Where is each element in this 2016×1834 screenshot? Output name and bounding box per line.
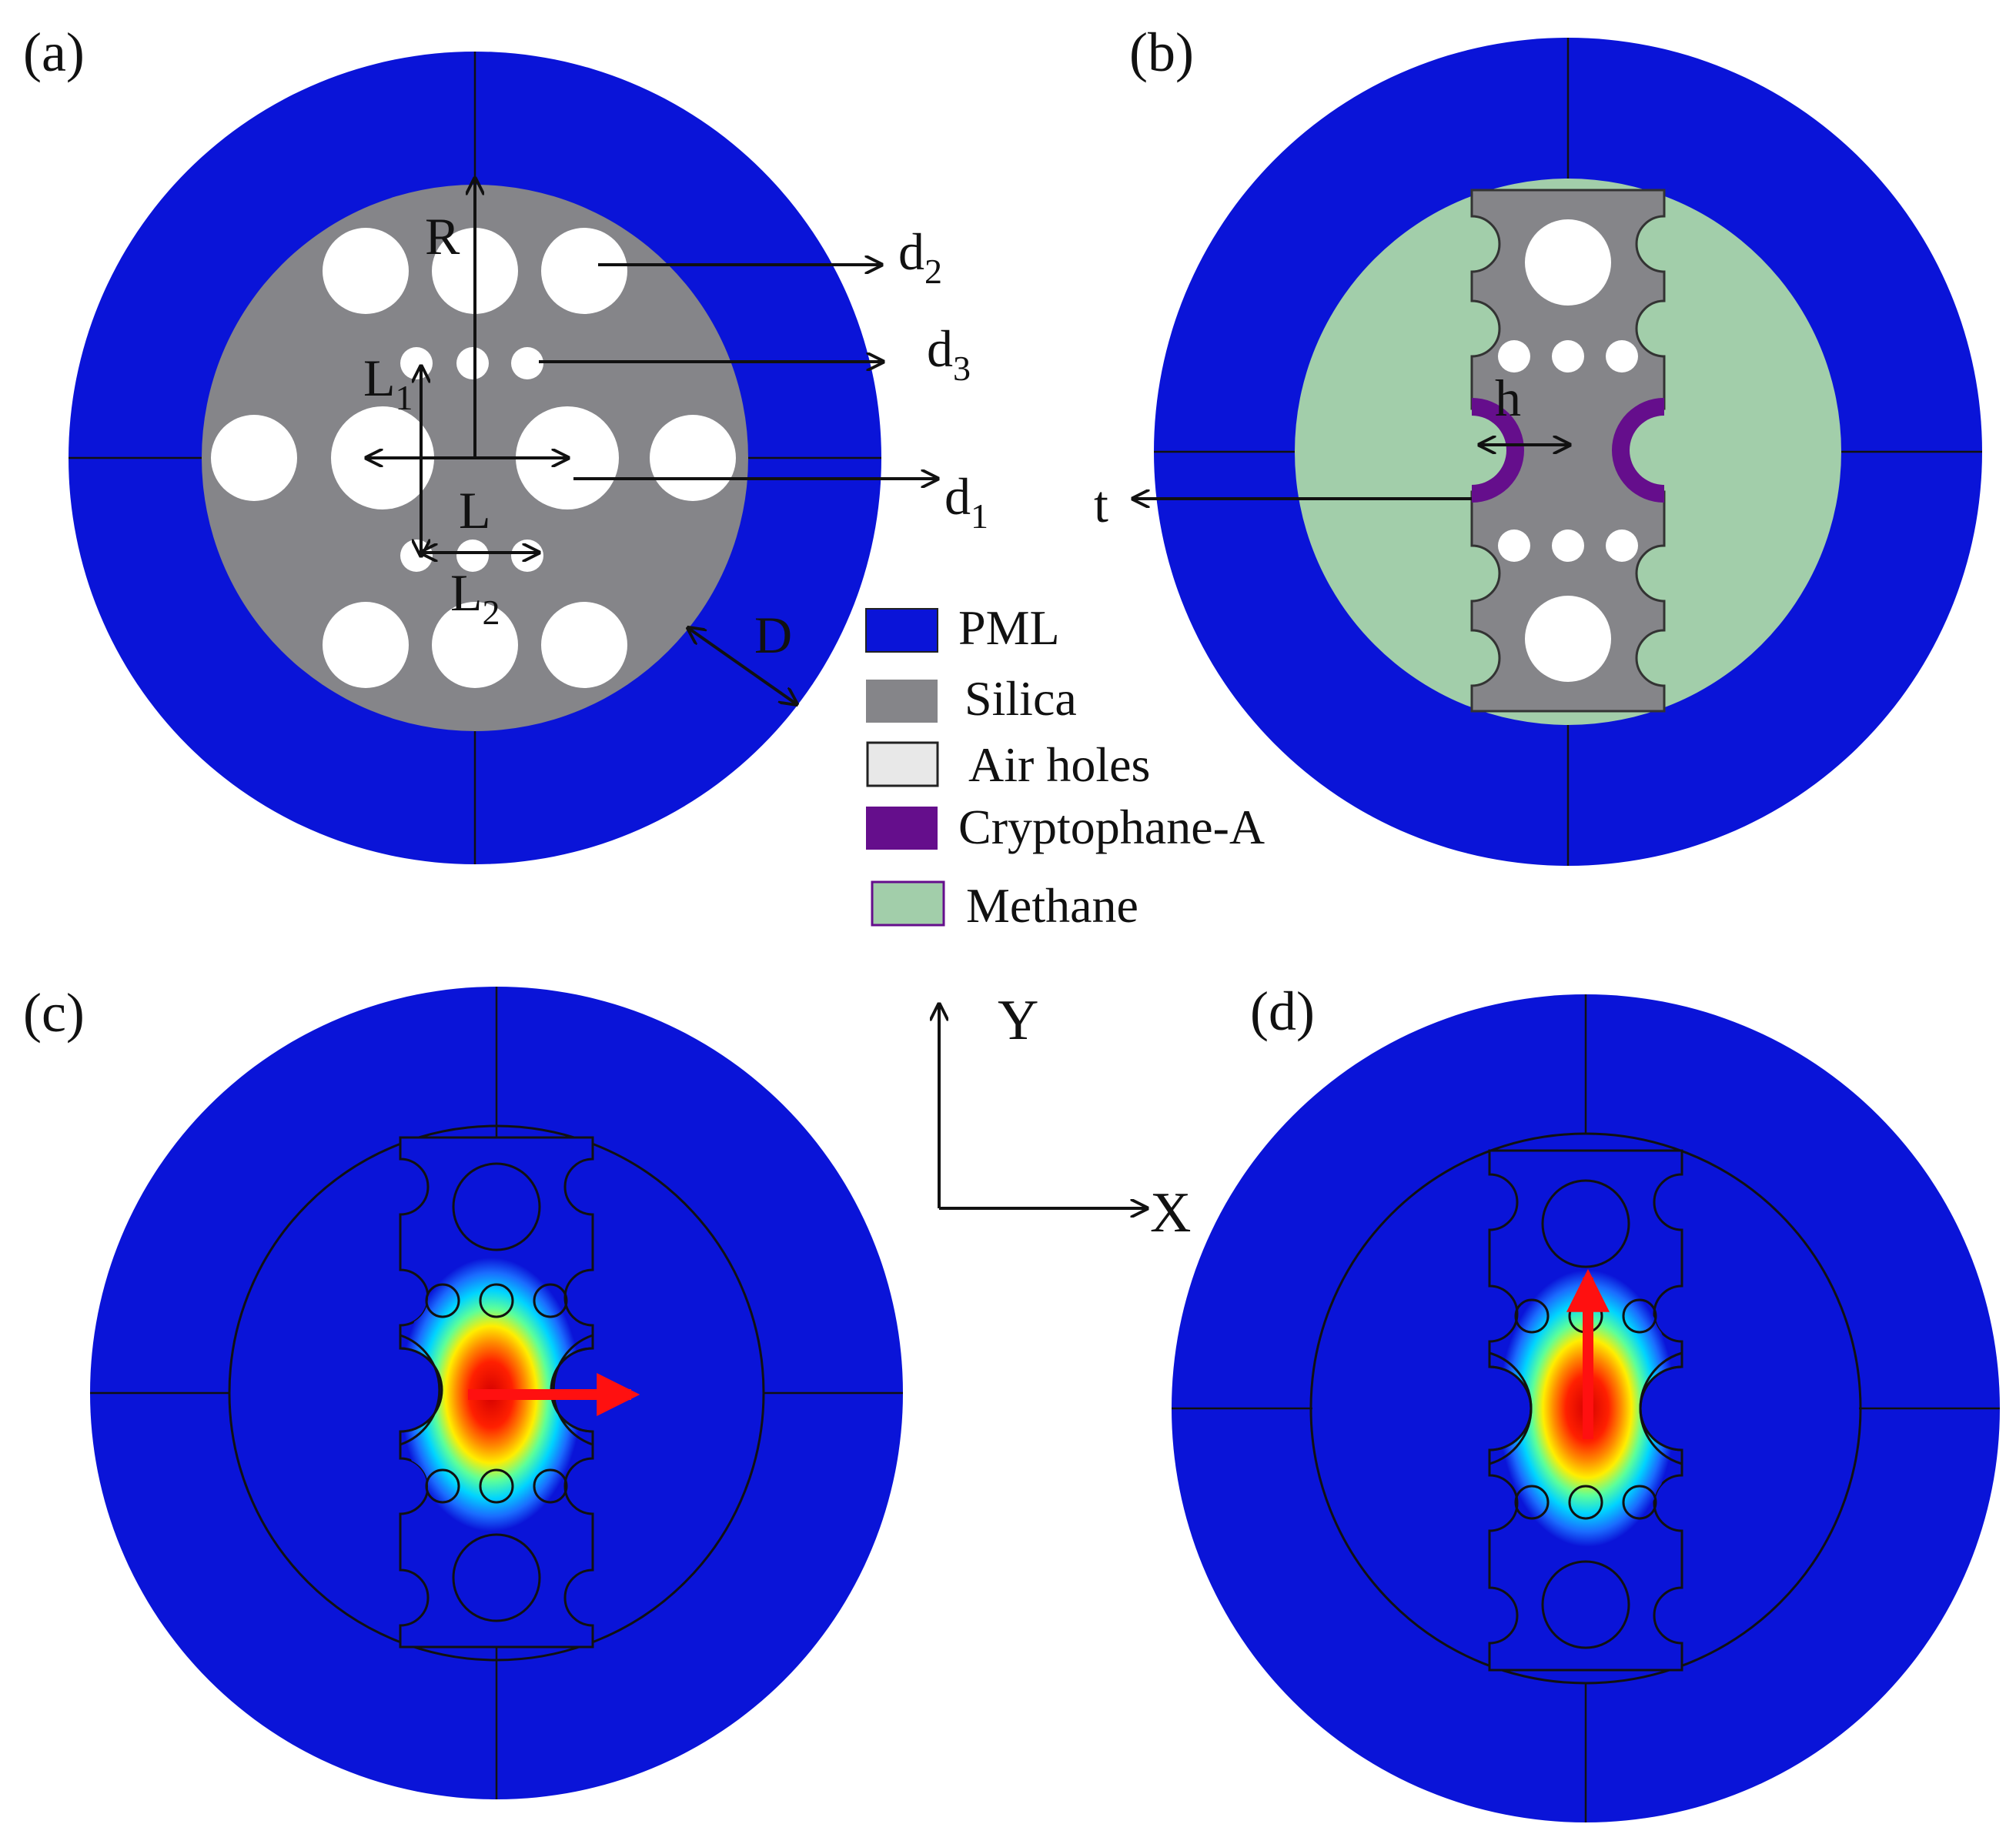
panel-d: (d) xyxy=(1172,980,2000,1822)
air-hole-d3 xyxy=(511,347,543,379)
air-hole-d3 xyxy=(511,540,543,572)
air-hole-outline xyxy=(1541,1179,1630,1268)
legend-label-methane: Methane xyxy=(966,878,1138,933)
air-hole-outline xyxy=(452,1533,541,1622)
air-hole-small xyxy=(1552,529,1584,562)
panel-c: (c) xyxy=(23,982,903,1799)
air-hole-outline xyxy=(1622,1485,1657,1520)
air-hole-outline xyxy=(533,1468,568,1504)
legend-label-silica: Silica xyxy=(965,671,1077,726)
air-hole-outline xyxy=(1541,1560,1630,1649)
air-hole-small xyxy=(1498,340,1530,372)
panel-b: (b) h t xyxy=(1094,22,1982,866)
cryptophane-outline xyxy=(400,1347,443,1433)
cryptophane-outline xyxy=(400,1334,441,1446)
hole-outlines xyxy=(1489,1179,1683,1649)
label-r: R xyxy=(425,207,460,266)
panel-c-label: (c) xyxy=(23,982,85,1044)
label-l2: L2 xyxy=(450,563,500,632)
cryptophane-outline xyxy=(1489,1351,1533,1465)
cryptophane-layer-left xyxy=(1472,398,1524,503)
panel-a: (a) xyxy=(23,22,988,864)
air-hole-d2 xyxy=(323,602,409,688)
legend-label-pml: PML xyxy=(958,600,1060,655)
air-hole-d3 xyxy=(400,540,433,572)
x-axis-label: X xyxy=(1150,1181,1191,1244)
air-hole-large xyxy=(1525,219,1611,306)
air-hole-small xyxy=(1498,529,1530,562)
hole-outlines xyxy=(400,1162,593,1622)
panel-d-label: (d) xyxy=(1250,980,1315,1042)
air-hole-d2 xyxy=(541,228,627,314)
cladding-boundary xyxy=(228,1124,765,1662)
label-d1: d1 xyxy=(944,467,988,536)
air-hole-outline xyxy=(1568,1485,1603,1520)
legend-swatch-pml xyxy=(865,608,938,653)
air-hole-small xyxy=(1606,529,1638,562)
air-hole-large xyxy=(1525,596,1611,682)
label-d2: d2 xyxy=(898,222,942,291)
air-hole-d2 xyxy=(432,602,518,688)
legend-swatch-cryptophane xyxy=(866,807,938,850)
air-holes xyxy=(1498,219,1638,682)
cryptophane-outline xyxy=(1639,1351,1683,1465)
legend-label-air-holes: Air holes xyxy=(968,737,1150,792)
cladding-boundary xyxy=(1309,1132,1862,1685)
air-hole-outline xyxy=(479,1283,514,1318)
coordinate-axes: Y X xyxy=(939,989,1191,1244)
label-d-thickness: D xyxy=(754,606,792,664)
air-hole-outline xyxy=(425,1283,460,1318)
air-hole-d3 xyxy=(400,347,433,379)
air-holes xyxy=(211,228,736,688)
legend: PML Silica Air holes Cryptophane-A Metha… xyxy=(865,600,1265,933)
air-hole-d2 xyxy=(650,415,736,501)
air-hole-d3 xyxy=(456,347,489,379)
air-hole-small xyxy=(1552,340,1584,372)
air-hole-outline xyxy=(533,1283,568,1318)
cryptophane-layer-right xyxy=(1612,398,1664,503)
air-hole-outline xyxy=(425,1468,460,1504)
dimension-arrows xyxy=(366,179,938,704)
label-d3: d3 xyxy=(927,319,971,388)
label-l1: L1 xyxy=(363,349,413,417)
legend-swatch-methane xyxy=(871,880,945,927)
air-hole-outline xyxy=(1514,1298,1550,1334)
label-h: h xyxy=(1495,369,1521,427)
panel-b-label: (b) xyxy=(1129,22,1194,83)
air-hole-small xyxy=(1606,340,1638,372)
air-hole-outline xyxy=(1514,1485,1550,1520)
d-thickness-arrow xyxy=(688,628,797,704)
legend-swatch-air-holes xyxy=(866,741,939,787)
air-hole-outline xyxy=(479,1468,514,1504)
legend-label-cryptophane: Cryptophane-A xyxy=(958,800,1265,854)
air-hole-d2 xyxy=(541,602,627,688)
y-axis-label: Y xyxy=(998,989,1038,1052)
air-hole-d2 xyxy=(211,415,297,501)
label-l: L xyxy=(459,481,491,540)
air-hole-d2 xyxy=(323,228,409,314)
air-hole-outline xyxy=(452,1162,541,1251)
label-t: t xyxy=(1094,475,1108,533)
legend-swatch-silica xyxy=(866,680,938,723)
panel-a-label: (a) xyxy=(23,22,85,83)
air-hole-outline xyxy=(1622,1298,1657,1334)
